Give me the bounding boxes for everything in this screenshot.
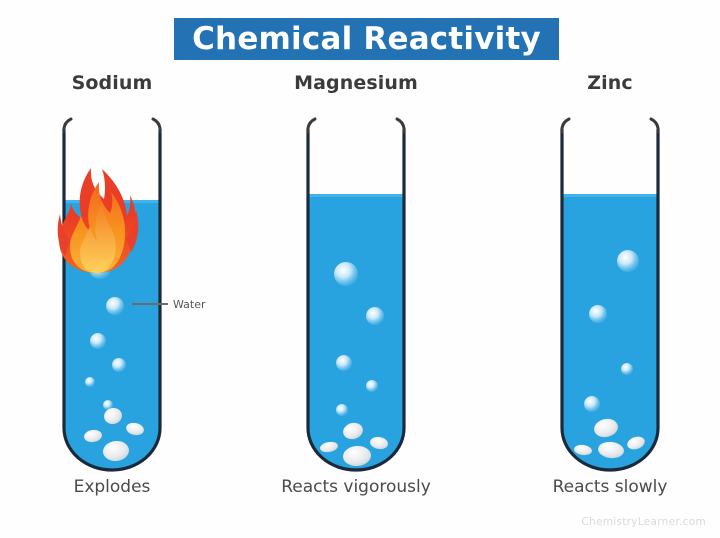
tube-rim-right-magnesium [395,117,406,134]
metal-pieces-zinc [574,418,645,459]
tube-outline-sodium [62,128,162,472]
tube-outline-magnesium [306,128,406,472]
watermark: ChemistryLearner.com [581,516,706,528]
caption-zinc: Reacts slowly [552,477,668,497]
water-callout: Water [132,294,206,314]
test-tube-sodium-svg [62,117,162,472]
test-tube-magnesium-svg [306,117,406,472]
bubbles-magnesium [334,262,384,416]
metal-label-sodium: Sodium [71,72,153,94]
metal-pieces-sodium [84,407,144,462]
experiment-column-zinc: Zinc [490,72,720,512]
water-label: Water [173,297,206,311]
experiment-column-sodium: Sodium [0,72,232,512]
tube-rim-left-sodium [62,117,73,134]
water-sodium [64,200,160,470]
caption-sodium: Explodes [73,477,151,497]
test-tube-zinc [545,116,675,472]
tube-rim-left-magnesium [306,117,317,134]
metal-pieces-magnesium [320,422,388,467]
test-tube-zinc-svg [560,117,660,472]
bubbles-zinc [584,250,639,412]
water-magnesium [308,194,404,470]
test-tube-sodium [47,116,177,472]
tube-rim-left-zinc [560,117,571,134]
page-title: Chemical Reactivity [192,20,541,57]
tube-rim-right-sodium [151,117,162,134]
tube-rim-right-zinc [649,117,660,134]
test-tube-magnesium [291,116,421,472]
experiment-column-magnesium: Magnesium [236,72,476,512]
title-banner: Chemical Reactivity [174,18,559,60]
water-leader-line [132,303,168,305]
water-zinc [562,194,658,470]
caption-magnesium: Reacts vigorously [281,477,431,497]
tube-outline-zinc [560,128,660,472]
metal-label-zinc: Zinc [587,72,633,94]
metal-label-magnesium: Magnesium [294,72,418,94]
